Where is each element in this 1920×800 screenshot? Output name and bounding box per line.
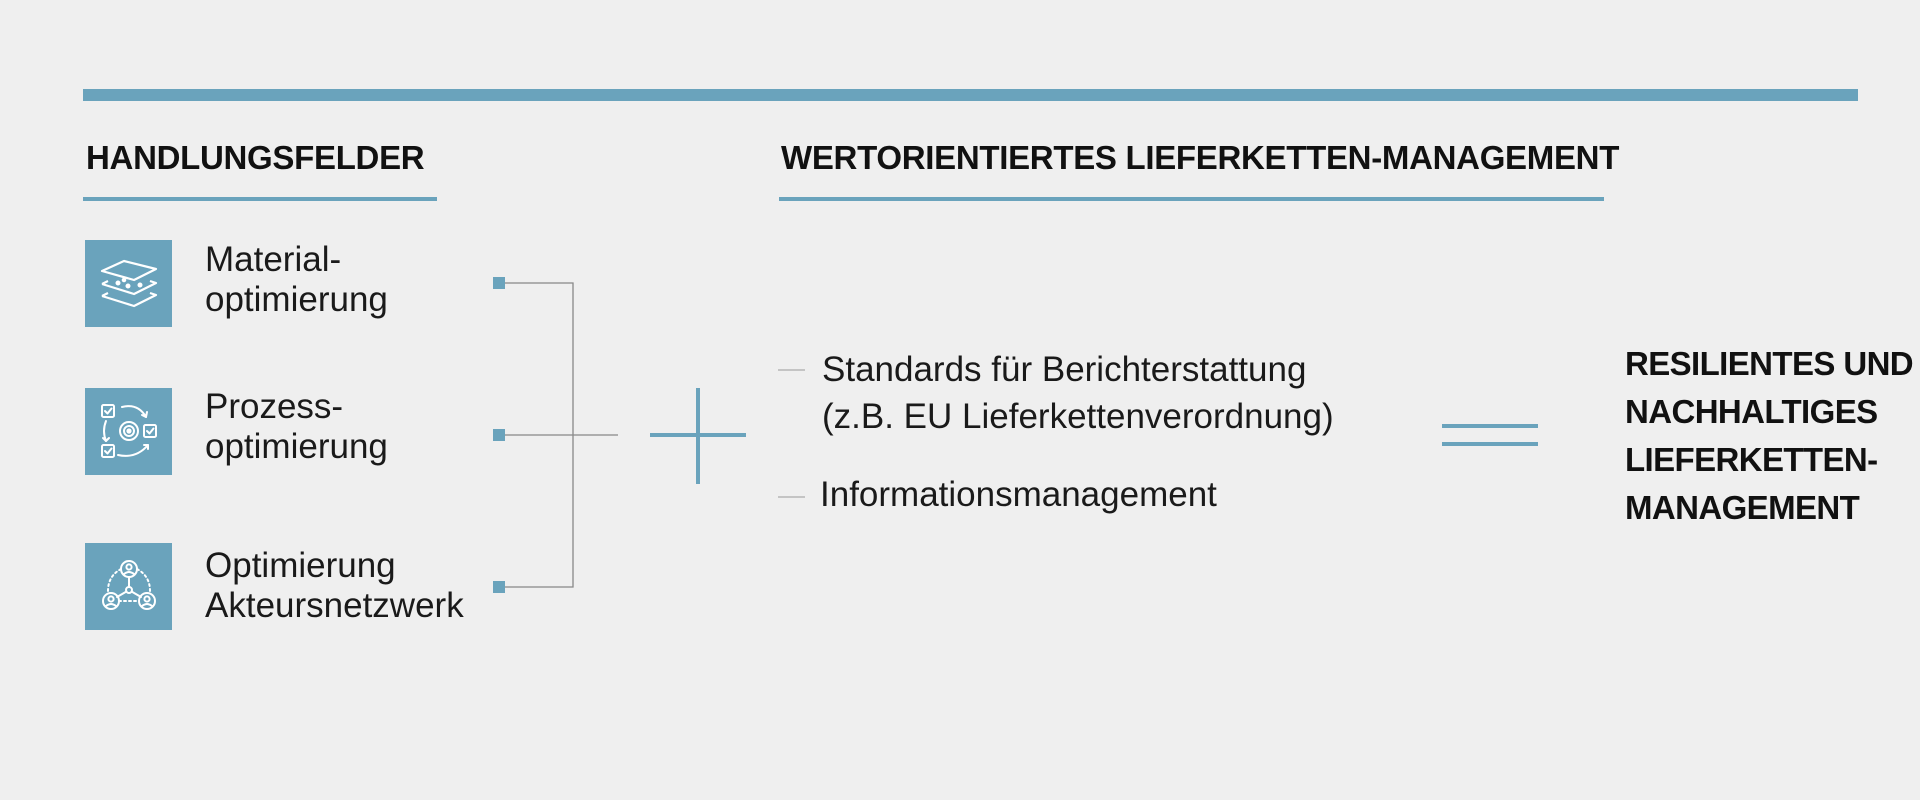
field-label-line: Akteursnetzwerk [205, 586, 464, 625]
heading-handlungsfelder: HANDLUNGSFELDER [86, 139, 425, 176]
field-label-prozess: Prozess- optimierung [205, 387, 388, 467]
result-line: RESILIENTES UND [1625, 345, 1914, 382]
result-line: LIEFERKETTEN- [1625, 441, 1878, 478]
plus-icon [650, 388, 746, 484]
field-label-line: optimierung [205, 280, 388, 319]
field-label-line: Material- [205, 240, 342, 279]
result-line: NACHHALTIGES [1625, 393, 1878, 430]
connector-node [493, 581, 505, 593]
field-label-line: Prozess- [205, 387, 344, 426]
bullet-informationsmanagement: Informationsmanagement [820, 471, 1217, 518]
network-people-icon [85, 543, 172, 630]
layers-icon [85, 240, 172, 327]
connector-node [493, 277, 505, 289]
equals-icon [1442, 424, 1538, 446]
bullet-line: (z.B. EU Lieferkettenverordnung) [822, 397, 1334, 436]
result-line: MANAGEMENT [1625, 489, 1860, 526]
field-label-line: optimierung [205, 427, 388, 466]
bullet-dashes [778, 369, 805, 498]
bullet-standards: Standards für Berichterstattung (z.B. EU… [822, 346, 1334, 440]
process-cycle-icon [85, 388, 172, 475]
field-label-line: Optimierung [205, 546, 396, 585]
connector-node [493, 429, 505, 441]
heading-underline-left [83, 197, 437, 201]
result-text: RESILIENTES UND NACHHALTIGES LIEFERKETTE… [1625, 340, 1914, 532]
bullet-line: Informationsmanagement [820, 475, 1217, 514]
heading-lieferketten-management: WERTORIENTIERTES LIEFERKETTEN-MANAGEMENT [781, 139, 1620, 176]
field-label-akteursnetzwerk: Optimierung Akteursnetzwerk [205, 546, 464, 626]
field-label-material: Material- optimierung [205, 240, 388, 320]
bullet-line: Standards für Berichterstattung [822, 350, 1307, 389]
heading-underline-right [779, 197, 1604, 201]
top-accent-bar [83, 89, 1858, 101]
